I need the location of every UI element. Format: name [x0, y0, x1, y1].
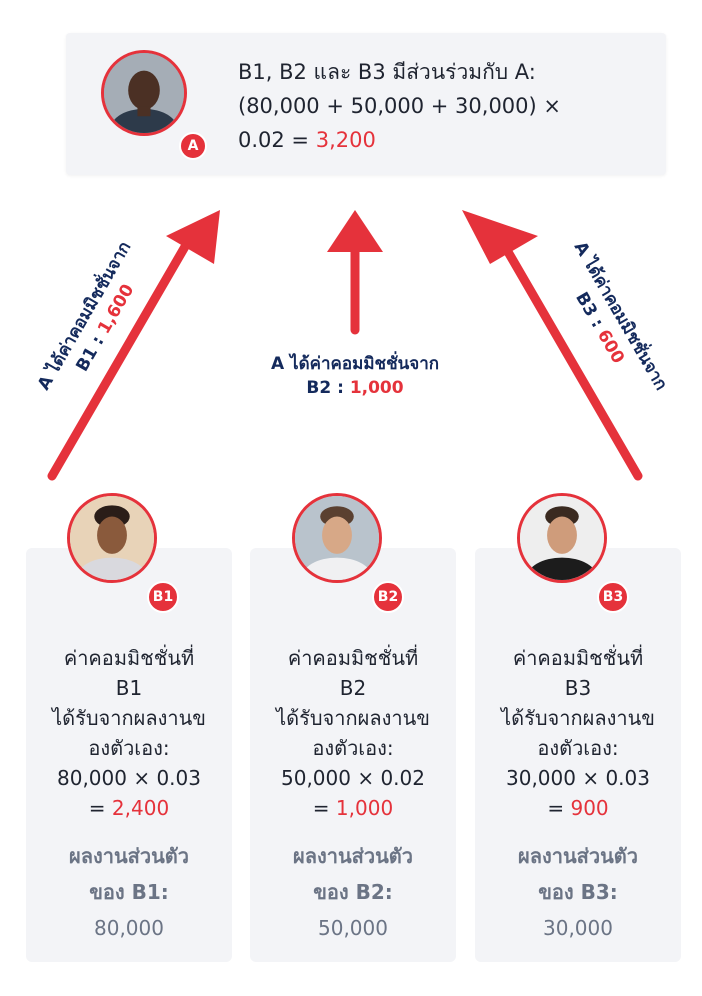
card-b1-personal-sales: ผลงานส่วนตัว ของ B1: 80,000 [69, 844, 189, 940]
top-line-1: B1, B2 และ B3 มีส่วนร่วมกับ A: [238, 60, 536, 84]
center-arrow-value: 1,000 [349, 378, 404, 398]
center-arrow [327, 210, 383, 335]
avatar-b3 [517, 493, 607, 583]
right-arrow-label: A ได้ค่าคอมมิชชั่นจาก B3 : 600 [539, 223, 681, 420]
person-b3-photo [520, 496, 604, 580]
card-b1: ค่าคอมมิชชั่นที่ B1 ได้รับจากผลงานข องตั… [26, 548, 232, 962]
top-line-3: 0.02 = 3,200 [238, 128, 376, 152]
person-a-photo [104, 53, 184, 133]
left-arrow-label: A ได้ค่าคอมมิชชั่นจาก B1 : 1,600 [24, 223, 166, 420]
card-b2-personal-sales: ผลงานส่วนตัว ของ B2: 50,000 [293, 844, 413, 940]
avatar-b2 [292, 493, 382, 583]
badge-b2: B2 [372, 581, 404, 613]
card-b3-commission-value: 900 [570, 796, 609, 820]
card-b2-commission: ค่าคอมมิชชั่นที่ B2 ได้รับจากผลงานข องตั… [276, 646, 430, 820]
person-b1-photo [70, 496, 154, 580]
card-b3: ค่าคอมมิชชั่นที่ B3 ได้รับจากผลงานข องตั… [475, 548, 681, 962]
avatar-b1 [67, 493, 157, 583]
card-b2-commission-value: 1,000 [335, 796, 394, 820]
person-b2-photo [295, 496, 379, 580]
badge-a: A [179, 132, 207, 160]
top-total-value: 3,200 [315, 128, 376, 152]
badge-b1: B1 [147, 581, 179, 613]
center-arrow-label: A ได้ค่าคอมมิชชั่นจาก B2 : 1,000 [245, 352, 465, 400]
badge-b3: B3 [597, 581, 629, 613]
center-arrow-label-line1: A ได้ค่าคอมมิชชั่นจาก [270, 354, 440, 374]
card-b2: ค่าคอมมิชชั่นที่ B2 ได้รับจากผลงานข องตั… [250, 548, 456, 962]
card-b1-commission: ค่าคอมมิชชั่นที่ B1 ได้รับจากผลงานข องตั… [52, 646, 206, 820]
card-b3-personal-sales: ผลงานส่วนตัว ของ B3: 30,000 [518, 844, 638, 940]
card-b1-commission-value: 2,400 [111, 796, 170, 820]
card-b3-commission: ค่าคอมมิชชั่นที่ B3 ได้รับจากผลงานข องตั… [501, 646, 655, 820]
top-summary-card: A B1, B2 และ B3 มีส่วนร่วมกับ A: (80,000… [66, 33, 666, 175]
top-line-2: (80,000 + 50,000 + 30,000) × [238, 94, 561, 118]
top-formula-text: B1, B2 และ B3 มีส่วนร่วมกับ A: (80,000 +… [238, 55, 658, 157]
avatar-a [101, 50, 187, 136]
